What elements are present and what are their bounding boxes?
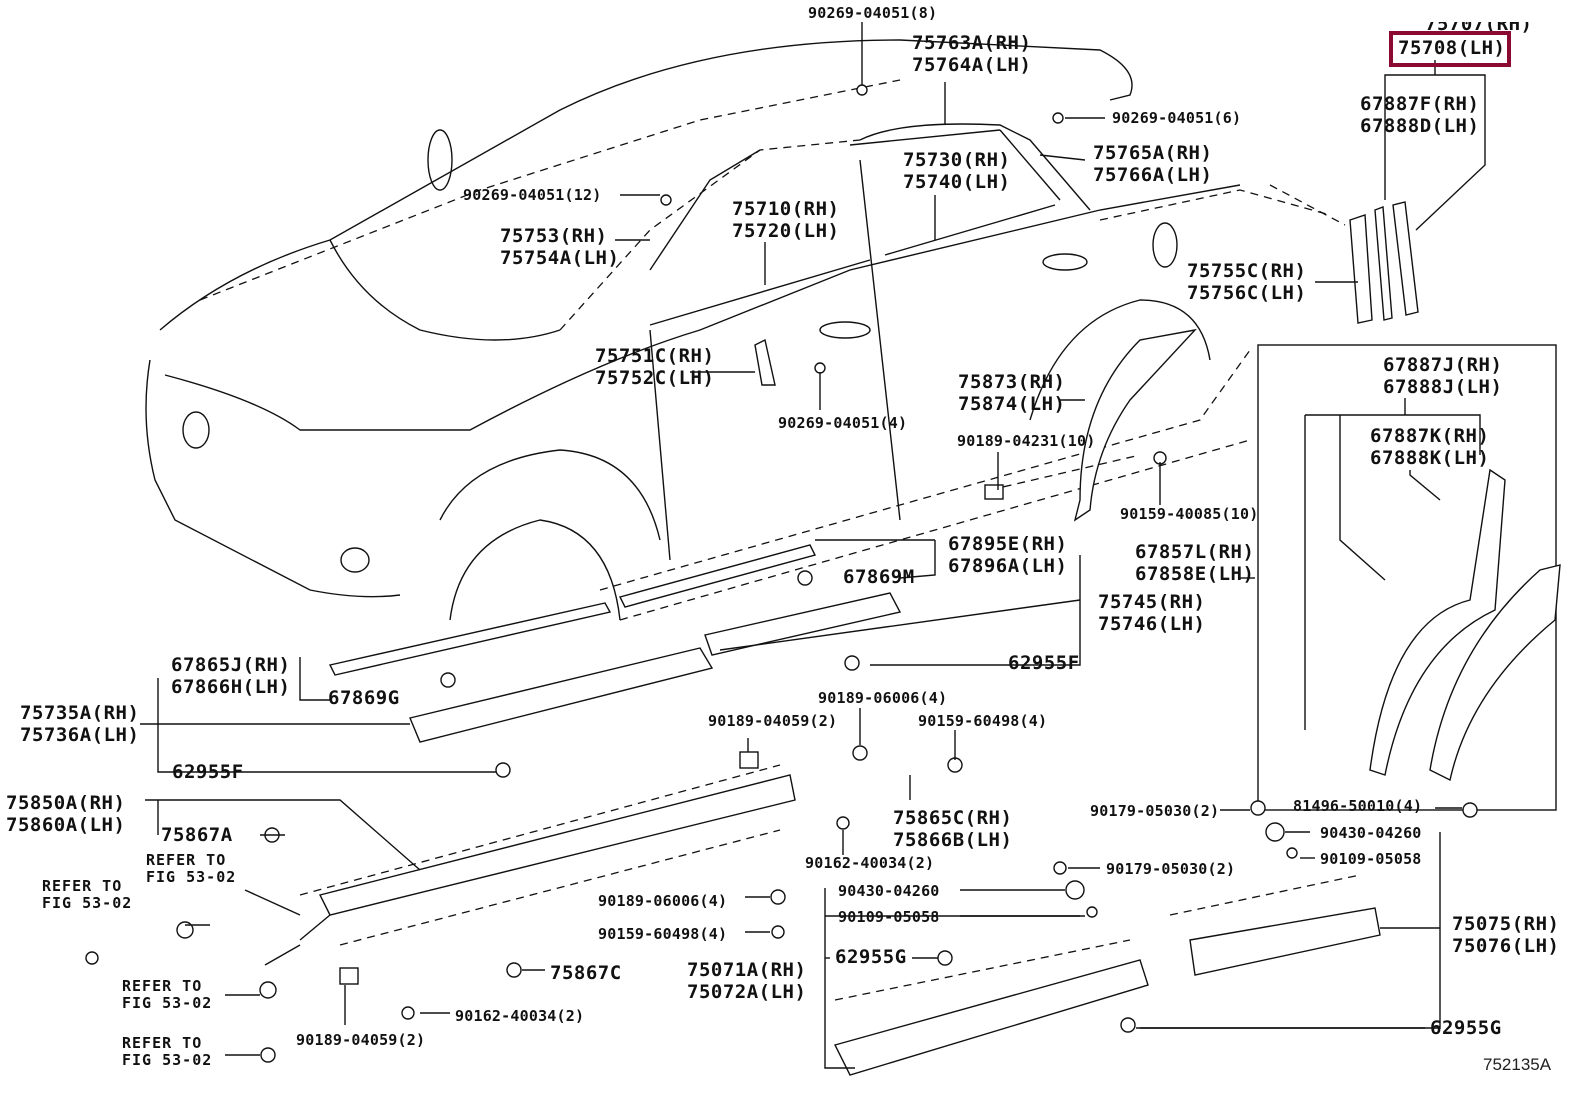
callout-62955f-upper: 62955F xyxy=(1008,652,1080,674)
wheel-opening-detail-box xyxy=(1257,344,1561,811)
window-mouldings xyxy=(649,129,1061,386)
callout-75753-75754a: 75753(RH)75754A(LH) xyxy=(500,225,620,269)
rocker-trim-upper xyxy=(140,539,1081,773)
car-body-outline xyxy=(145,39,1331,621)
callout-90189-06006-upper: 90189-06006(4) xyxy=(818,689,948,707)
callout-75867c: 75867C xyxy=(550,962,622,984)
callout-62955g-lower: 62955G xyxy=(1430,1017,1502,1039)
callout-75755c-75756c: 75755C(RH)75756C(LH) xyxy=(1187,260,1307,304)
callout-90189-04059-upper: 90189-04059(2) xyxy=(708,712,838,730)
callout-90159-60498-lower: 90159-60498(4) xyxy=(598,925,728,943)
callout-75730-75740: 75730(RH)75740(LH) xyxy=(903,149,1011,193)
callout-90162-40034-lower: 90162-40034(2) xyxy=(455,1007,585,1025)
callout-75865c-75866b: 75865C(RH)75866B(LH) xyxy=(893,807,1013,851)
callout-90269-04051-6: 90269-04051(6) xyxy=(1112,109,1242,127)
callout-75765a-75766a: 75765A(RH)75766A(LH) xyxy=(1093,142,1213,186)
callout-67869g: 67869G xyxy=(328,687,400,709)
callout-67865j-67866h: 67865J(RH)67866H(LH) xyxy=(171,654,291,698)
callout-62955g-upper: 62955G xyxy=(835,946,907,968)
fasteners xyxy=(85,84,1478,1063)
callout-75710-75720: 75710(RH)75720(LH) xyxy=(732,198,840,242)
highlight-box xyxy=(1389,31,1511,67)
callout-90189-06006-lower: 90189-06006(4) xyxy=(598,892,728,910)
callout-90159-60498-upper: 90159-60498(4) xyxy=(918,712,1048,730)
callout-75867a: 75867A xyxy=(161,824,233,846)
callout-90189-04231: 90189-04231(10) xyxy=(957,432,1096,450)
callout-81496-50010: 81496-50010(4) xyxy=(1293,797,1423,815)
callout-75708-highlighted[interactable]: 75708(LH) xyxy=(1398,37,1506,59)
door-moulding-rear xyxy=(1140,832,1441,1029)
figure-id: 752135A xyxy=(1483,1055,1552,1074)
callout-90189-04059-lower: 90189-04059(2) xyxy=(296,1031,426,1049)
callout-75075-75076: 75075(RH)75076(LH) xyxy=(1452,913,1560,957)
callout-90269-04051-4: 90269-04051(4) xyxy=(778,414,908,432)
callout-75735a-75736a: 75735A(RH)75736A(LH) xyxy=(20,702,140,746)
callout-90179-05030-lower: 90179-05030(2) xyxy=(1106,860,1236,878)
callout-75745-75746: 75745(RH)75746(LH) xyxy=(1098,591,1206,635)
callout-90430-04260-upper: 90430-04260 xyxy=(1320,824,1422,842)
callout-67887j-67888j: 67887J(RH)67888J(LH) xyxy=(1383,354,1503,398)
leader-lines xyxy=(185,22,1462,1056)
callout-90179-05030-upper: 90179-05030(2) xyxy=(1090,802,1220,820)
callout-67887k-67888k: 67887K(RH)67888K(LH) xyxy=(1370,425,1490,469)
callout-90159-40085: 90159-40085(10) xyxy=(1120,505,1259,523)
callout-75751c-75752c: 75751C(RH)75752C(LH) xyxy=(595,345,715,389)
rocker-panel-lower xyxy=(145,764,796,946)
callout-75850a-75860a: 75850A(RH)75860A(LH) xyxy=(6,792,126,836)
callout-62955f-lower: 62955F xyxy=(172,761,244,783)
wheel-arch-moulding xyxy=(989,328,1197,522)
callout-67857l-67858e: 67857L(RH)67858E(LH) xyxy=(1135,541,1255,585)
callout-90109-05058-upper: 90109-05058 xyxy=(1320,850,1422,868)
callout-75071a-75072a: 75071A(RH)75072A(LH) xyxy=(687,959,807,1003)
callout-67887f-67888d: 67887F(RH)67888D(LH) xyxy=(1360,93,1480,137)
callout-90162-40034-upper: 90162-40034(2) xyxy=(805,854,935,872)
callout-90269-04051-12: 90269-04051(12) xyxy=(463,186,602,204)
callout-90269-04051-8: 90269-04051(8) xyxy=(808,4,938,22)
callout-75873-75874: 75873(RH)75874(LH) xyxy=(958,371,1066,415)
pillar-garnish-parts xyxy=(1269,60,1486,324)
callout-90430-04260-lower: 90430-04260 xyxy=(838,882,940,900)
callout-75763a-75764a: 75763A(RH)75764A(LH) xyxy=(912,32,1032,76)
callout-67869m: 67869M xyxy=(843,566,915,588)
callout-90109-05058-lower: 90109-05058 xyxy=(838,908,940,926)
callout-67895e-67896a: 67895E(RH)67896A(LH) xyxy=(948,533,1068,577)
